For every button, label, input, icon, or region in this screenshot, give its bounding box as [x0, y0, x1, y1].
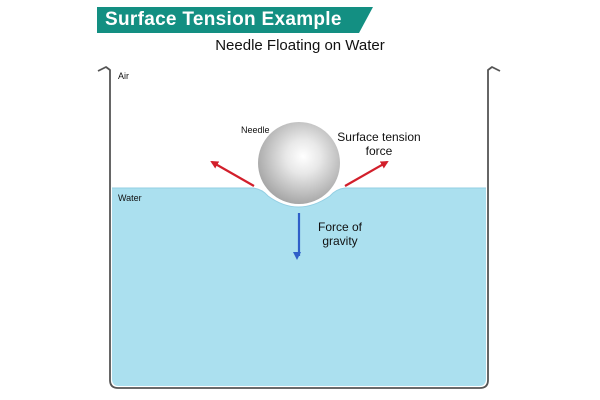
water-label: Water: [118, 193, 142, 203]
gravity-label: Force of gravity: [304, 220, 376, 248]
diagram-subtitle: Needle Floating on Water: [215, 37, 385, 54]
gravity-label-line1: Force of: [317, 220, 362, 234]
banner-title: Surface Tension Example: [105, 9, 342, 30]
surface-tension-label-line1: Surface tension: [337, 130, 421, 144]
water-surface-line: [112, 187, 486, 208]
surface-tension-label: Surface tension force: [325, 130, 433, 158]
title-banner-shape: [97, 7, 373, 33]
air-label: Air: [118, 71, 129, 81]
gravity-label-line2: gravity: [322, 234, 358, 248]
needle-label: Needle: [241, 125, 270, 135]
surface-tension-label-line2: force: [365, 144, 393, 158]
container-beaker: [97, 66, 501, 389]
water-body: [112, 188, 486, 386]
needle-cross-section: [258, 122, 340, 204]
title-banner: Surface Tension Example: [97, 7, 373, 33]
surface-tension-arrow-left: [210, 161, 255, 187]
surface-tension-arrow-right: [344, 161, 389, 187]
